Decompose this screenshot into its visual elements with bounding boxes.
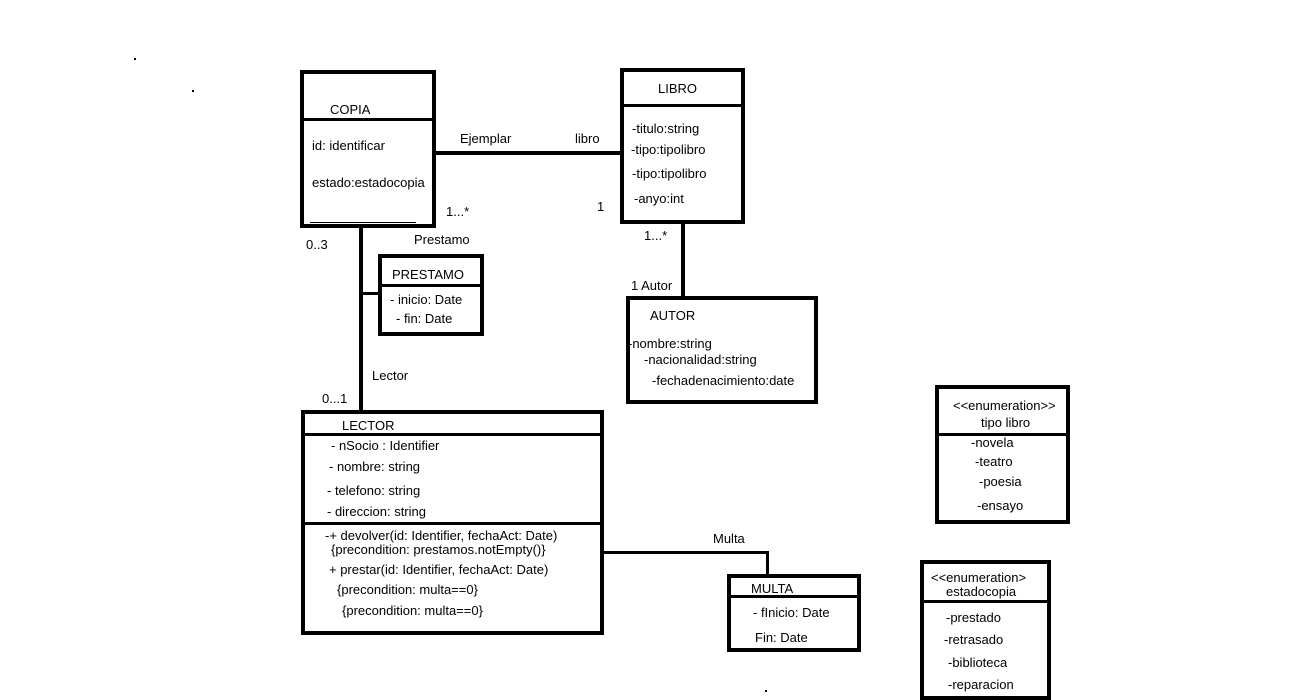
enum-value: -ensayo: [977, 498, 1024, 513]
association-lector-multa-h: [602, 551, 768, 554]
attribute: -fechadenacimiento:date: [652, 373, 795, 388]
enum-estadocopia[interactable]: <<enumeration> estadocopia -prestado -re…: [920, 560, 1051, 700]
attribute: - telefono: string: [327, 483, 421, 498]
attribute: -nacionalidad:string: [644, 352, 757, 367]
class-name: LIBRO: [658, 81, 698, 96]
multiplicity-libro: 1: [597, 199, 605, 214]
role-label-autor: 1 Autor: [631, 278, 673, 293]
multiplicity-lector: 0...1: [322, 391, 348, 406]
attribute: -tipo:tipolibro: [631, 142, 706, 157]
role-label-prestamo: Prestamo: [414, 232, 470, 247]
class-name: COPIA: [330, 102, 371, 117]
operation-precondition: {precondition: multa==0}: [337, 582, 478, 597]
association-libro-autor: [681, 222, 685, 299]
attribute: Fin: Date: [755, 630, 808, 645]
role-label-libro: libro: [575, 131, 600, 146]
attribute: estado:estadocopia: [312, 175, 425, 190]
enum-value: -poesia: [979, 474, 1022, 489]
role-label-ejemplar: Ejemplar: [460, 131, 512, 146]
operation-precondition: {precondition: multa==0}: [342, 603, 483, 618]
enum-value: -teatro: [975, 454, 1013, 469]
header-divider: [382, 284, 480, 287]
attribute: id: identificar: [312, 138, 385, 153]
header-divider: [305, 433, 600, 436]
class-name: LECTOR: [342, 418, 395, 433]
enum-tipo-libro[interactable]: <<enumeration>> tipo libro -novela -teat…: [935, 385, 1070, 524]
header-divider: [924, 600, 1047, 603]
attribute: -tipo:tipolibro: [632, 166, 707, 181]
class-name: MULTA: [751, 581, 794, 596]
attribute: - fin: Date: [396, 311, 453, 326]
enum-stereotype: <<enumeration>>: [953, 398, 1056, 413]
multiplicity-libro-autor: 1...*: [644, 228, 668, 243]
attribute: - nombre: string: [329, 459, 421, 474]
enum-name: estadocopia: [946, 584, 1017, 599]
class-libro[interactable]: LIBRO -titulo:string -tipo:tipolibro -ti…: [620, 68, 745, 224]
attribute: - direccion: string: [327, 504, 426, 519]
association-copia-libro: [434, 151, 622, 155]
header-divider: [731, 595, 857, 598]
class-copia[interactable]: COPIA id: identificar estado:estadocopia: [300, 70, 436, 228]
attribute: - fInicio: Date: [753, 605, 830, 620]
enum-value: -prestado: [946, 610, 1001, 625]
enum-value: -biblioteca: [948, 655, 1008, 670]
enum-name: tipo libro: [981, 415, 1031, 430]
class-lector[interactable]: LECTOR - nSocio : Identifier - nombre: s…: [301, 410, 604, 635]
enum-stereotype: <<enumeration>: [931, 570, 1027, 585]
stray-dot: [765, 690, 767, 692]
stray-dot: [192, 90, 194, 92]
multiplicity-copia-prestamo: 0..3: [306, 237, 328, 252]
header-divider: [304, 118, 432, 121]
association-copia-lector: [359, 226, 363, 412]
multiplicity-copia: 1...*: [446, 204, 470, 219]
attribute: -titulo:string: [632, 121, 700, 136]
enum-value: -novela: [971, 435, 1014, 450]
stray-dot: [134, 58, 136, 60]
underline-stroke: [310, 222, 416, 223]
class-name: PRESTAMO: [392, 267, 464, 282]
class-autor[interactable]: AUTOR -nombre:string -nacionalidad:strin…: [626, 296, 818, 404]
header-divider: [939, 433, 1066, 436]
header-divider: [624, 104, 741, 107]
operation: + prestar(id: Identifier, fechaAct: Date…: [329, 562, 549, 577]
attribute: - inicio: Date: [390, 292, 463, 307]
enum-value: -retrasado: [944, 632, 1004, 647]
role-label-lector: Lector: [372, 368, 409, 383]
operation: -+ devolver(id: Identifier, fechaAct: Da…: [325, 528, 558, 543]
attribute: -nombre:string: [628, 336, 712, 351]
association-lector-multa-v: [766, 551, 769, 576]
enum-value: -reparacion: [948, 677, 1014, 692]
association-class-link-prestamo: [361, 292, 381, 295]
attribute: - nSocio : Identifier: [331, 438, 440, 453]
class-multa[interactable]: MULTA - fInicio: Date Fin: Date: [727, 574, 861, 652]
class-prestamo[interactable]: PRESTAMO - inicio: Date - fin: Date: [378, 254, 484, 336]
class-name: AUTOR: [650, 308, 696, 323]
operations-divider: [305, 522, 600, 525]
attribute: -anyo:int: [634, 191, 684, 206]
operation-precondition: {precondition: prestamos.notEmpty()}: [331, 542, 546, 557]
role-label-multa: Multa: [713, 531, 745, 546]
